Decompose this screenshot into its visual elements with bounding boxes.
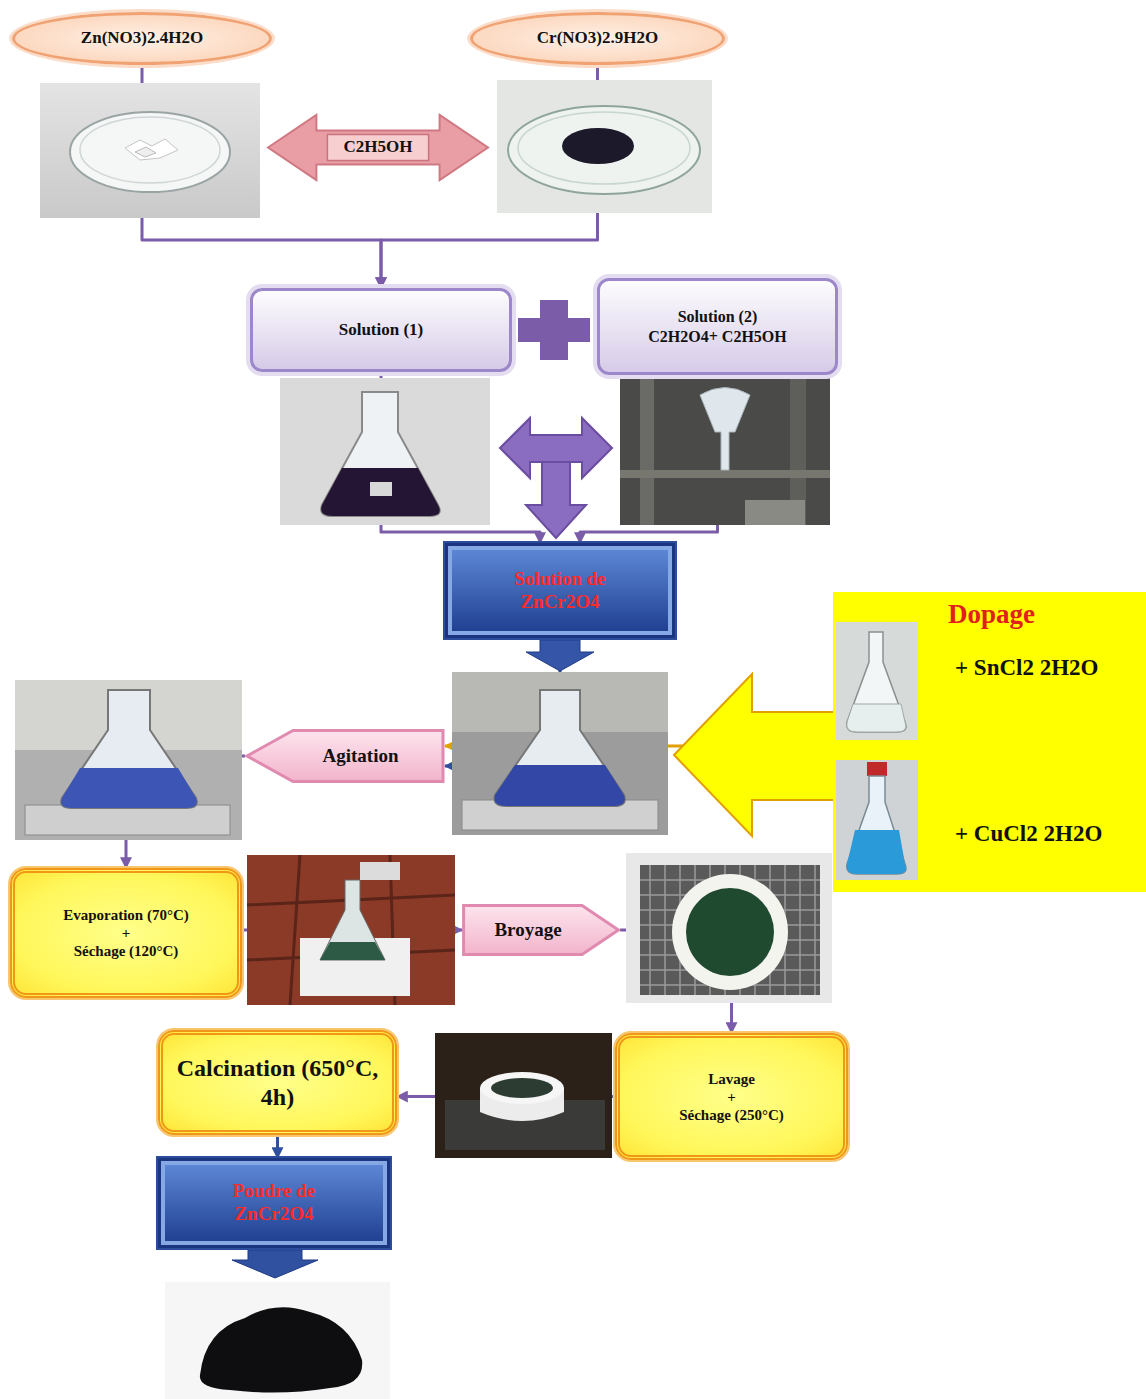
solution-box: Solution (1): [250, 288, 512, 372]
photo-crucible: [435, 1033, 612, 1158]
node-content: Calcination (650°C, 4h): [163, 1035, 392, 1130]
node-label: +: [122, 924, 131, 942]
node-content: Solution (2)C2H2O4+ C2H5OH: [600, 281, 835, 372]
node-label: Solution (1): [339, 320, 424, 340]
reagent-label: + CuCl2 2H2O: [955, 820, 1102, 848]
node-label: Evaporation (70°C): [63, 906, 189, 924]
blue-down-arrow: [232, 1250, 318, 1278]
reagent-label: + SnCl2 2H2O: [955, 654, 1098, 682]
plus-sign: [518, 300, 590, 360]
photo-final-powder: [165, 1282, 390, 1399]
node-label: Calcination (650°C, 4h): [175, 1054, 380, 1112]
product-box: Poudre de ZnCr2O4: [158, 1158, 390, 1248]
node-label: C2H2O4+ C2H5OH: [648, 327, 786, 346]
solvent-double-arrow: C2H5OH: [268, 115, 488, 180]
node-content: Broyage: [462, 905, 620, 955]
reagent-ellipse: Zn(NO3)2.4H2O: [12, 12, 272, 65]
node-content: Lavage+Séchage (250°C): [620, 1038, 843, 1155]
node-content: Solution de ZnCr2O4: [448, 546, 672, 635]
node-content: C2H5OH: [268, 115, 488, 180]
process-box: Lavage+Séchage (250°C): [615, 1033, 848, 1160]
photo-doping-flask: [452, 672, 668, 835]
node-label: Séchage (120°C): [74, 942, 179, 960]
panel-heading: Dopage: [948, 598, 1035, 630]
node-content: Solution (1): [253, 291, 509, 369]
doping-photos: [833, 592, 1146, 892]
node-content: Cr(NO3)2.9H2O: [473, 15, 722, 62]
node-content: Zn(NO3)2.4H2O: [15, 15, 269, 62]
blue-down-arrow: [526, 640, 594, 671]
process-box: Calcination (650°C, 4h): [158, 1030, 397, 1135]
photo-transition-arrow: [500, 418, 612, 538]
photo-solution-flask: [280, 378, 490, 525]
solution-box: Solution (2)C2H2O4+ C2H5OH: [597, 278, 838, 375]
reagent-ellipse: Cr(NO3)2.9H2O: [470, 12, 725, 65]
yellow-doping-arrow: [674, 674, 840, 836]
node-label: Broyage: [494, 919, 561, 942]
node-label: Agitation: [323, 745, 399, 768]
node-content: Evaporation (70°C)+Séchage (120°C): [15, 873, 237, 993]
photo-lab-funnel: [620, 378, 830, 525]
product-box: Solution de ZnCr2O4: [445, 543, 675, 638]
photo-agitation-flask: [15, 680, 242, 840]
node-content: Agitation: [245, 730, 445, 782]
node-label: Lavage: [708, 1070, 755, 1088]
step-arrow: Broyage: [462, 905, 620, 955]
step-arrow: Agitation: [245, 730, 445, 782]
node-content: Poudre de ZnCr2O4: [161, 1161, 387, 1245]
node-label: C2H5OH: [344, 137, 413, 157]
process-box: Evaporation (70°C)+Séchage (120°C): [10, 868, 242, 998]
node-label: Zn(NO3)2.4H2O: [81, 28, 203, 48]
node-label: Séchage (250°C): [679, 1106, 784, 1124]
photo-evaporation: [247, 855, 455, 1005]
doping-panel: Dopage + SnCl2 2H2O + CuCl2 2H2O: [833, 592, 1146, 892]
node-label: Solution de ZnCr2O4: [480, 568, 640, 614]
flow-connector: [276, 1135, 279, 1158]
photo-chromium-nitrate: [497, 80, 712, 213]
photo-ground-powder: [626, 853, 832, 1003]
node-label: +: [727, 1088, 736, 1106]
node-label: Poudre de ZnCr2O4: [194, 1180, 354, 1226]
node-label: Solution (2): [678, 307, 758, 326]
node-label: Cr(NO3)2.9H2O: [537, 28, 658, 48]
photo-zinc-nitrate: [40, 83, 260, 218]
